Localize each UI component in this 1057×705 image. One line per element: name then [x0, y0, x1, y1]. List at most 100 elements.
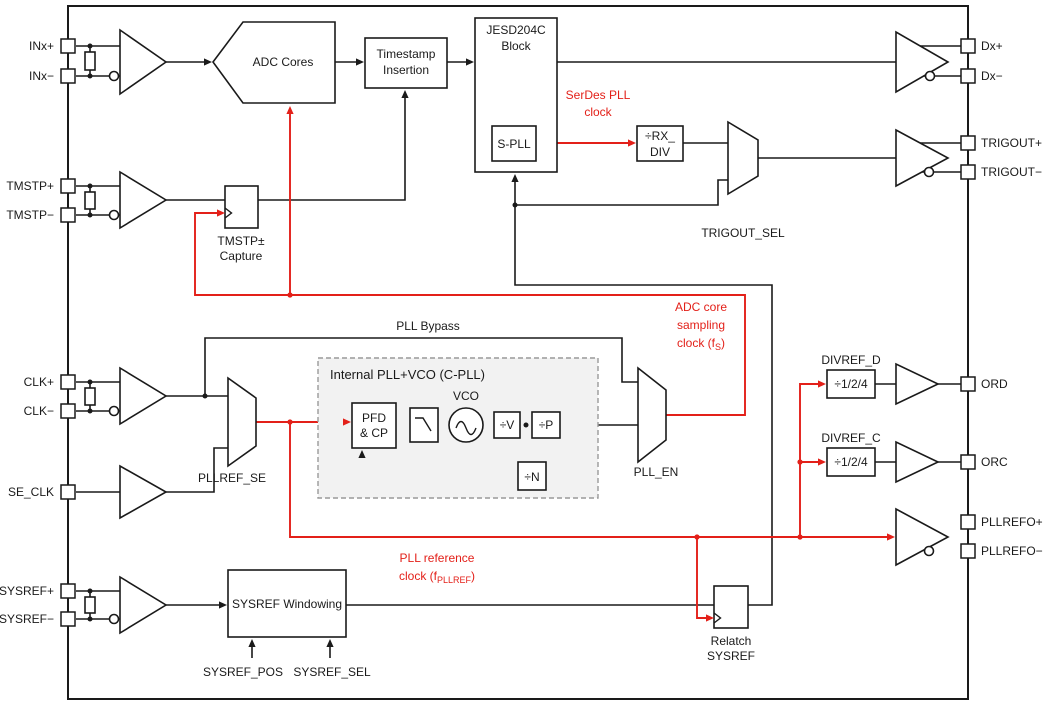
tmstp-invert-bubble: [108, 209, 120, 221]
pllrefo-invert-bubble: [923, 545, 935, 557]
pin-trigout-plus-label: TRIGOUT+: [981, 136, 1042, 150]
cpll-block: Internal PLL+VCO (C-PLL) PFD & CP VCO ÷V…: [317, 357, 599, 499]
pin-sysref-plus-label: SYSREF+: [0, 584, 54, 598]
resistor-tmstp: [84, 191, 96, 210]
pin-pllrefo-minus-label: PLLREFO−: [981, 544, 1043, 558]
blocks: ADC Cores Timestamp Insertion JESD204C B…: [198, 17, 881, 679]
wire-se-clk: [76, 447, 228, 493]
timestamp-insertion-block: Timestamp Insertion: [364, 37, 448, 89]
wire-sysref-controls: [251, 647, 331, 658]
pll-en-mux: PLL_EN: [634, 366, 679, 479]
relatch-clock-glyph: [713, 612, 722, 624]
pin-dx-minus-label: Dx−: [981, 69, 1003, 83]
termination-resistors: [84, 51, 96, 614]
arrow-into-relatch-clock: [706, 614, 714, 622]
sysref-windowing-block: SYSREF Windowing SYSREF_POS SYSREF_SEL: [203, 569, 371, 679]
div-p-label: ÷P: [539, 418, 554, 432]
pin-orc: ORC: [960, 454, 1008, 470]
wire-tmstp-signal: [76, 185, 225, 216]
divref-d-ratio: ÷1/2/4: [834, 377, 868, 391]
pin-sysref-minus-label: SYSREF−: [0, 612, 54, 626]
vco-label: VCO: [453, 389, 479, 403]
tmstp-buffer: [119, 170, 168, 230]
pfd-cp-label-1: PFD: [362, 411, 386, 425]
pins-right: Dx+ Dx− TRIGOUT+ TRIGOUT− ORD ORC PLLREF…: [960, 38, 1043, 559]
div-p-shape: [531, 411, 561, 439]
div-n-shape: [517, 461, 547, 491]
pll-en-label: PLL_EN: [634, 465, 679, 479]
timestamp-insertion-label-2: Insertion: [383, 63, 429, 77]
pin-inx-minus: INx−: [29, 68, 76, 84]
arrow-into-divref-c: [818, 458, 826, 466]
arrow-capture-to-timestamp: [401, 90, 409, 98]
arrow-sysref-sel: [326, 639, 334, 647]
adc-sampling-clock-label-2: sampling: [677, 318, 725, 332]
divref-d-block: DIVREF_D ÷1/2/4: [821, 353, 881, 399]
trigout-invert-bubble: [923, 166, 935, 178]
pllref-se-shape: [227, 376, 257, 468]
spll-shape: [491, 125, 537, 162]
wire-capture-to-timestamp: [258, 98, 406, 201]
pin-orc-label: ORC: [981, 455, 1008, 469]
inx-buffer: [119, 28, 168, 96]
divref-c-block: DIVREF_C ÷1/2/4: [821, 431, 881, 477]
serdes-clock-label-1: SerDes PLL: [566, 88, 631, 102]
relatch-label-1: Relatch: [711, 634, 752, 648]
lowpass-filter-icon: [415, 417, 432, 432]
serdes-clock-label-2: clock: [584, 105, 612, 119]
pin-tmstp-minus: TMSTP−: [6, 207, 76, 223]
relatch-label-2: SYSREF: [707, 649, 755, 663]
trigout-sel-label: TRIGOUT_SEL: [701, 226, 785, 240]
arrow-fs-into-adc: [286, 106, 294, 114]
wires-red: [194, 114, 887, 619]
tmstp-capture-label-2: Capture: [220, 249, 263, 263]
jesd204c-label-1: JESD204C: [486, 23, 546, 37]
pin-inx-minus-label: INx−: [29, 69, 54, 83]
arrow-into-pllrefo-driver: [887, 533, 895, 541]
div-n-label: ÷N: [524, 470, 539, 484]
rx-div-label-1: ÷RX_: [645, 129, 675, 143]
ord-driver: [895, 362, 940, 406]
divref-d-label: DIVREF_D: [821, 353, 881, 367]
arrow-into-capture-clock: [217, 209, 225, 217]
pll-ref-clock-label-2: clock (fPLLREF): [399, 569, 475, 585]
adc-cores-label: ADC Cores: [253, 55, 314, 69]
sysref-sel-label: SYSREF_SEL: [293, 665, 371, 679]
pin-dx-plus-label: Dx+: [981, 39, 1003, 53]
pllref-se-mux: PLLREF_SE: [198, 376, 266, 485]
relatch-sysref-block: Relatch SYSREF: [707, 585, 755, 663]
device-outline: [67, 5, 969, 700]
pin-dx-plus: Dx+: [960, 38, 1003, 54]
rx-div-block: ÷RX_ DIV: [636, 125, 684, 162]
wire-pll-reference-clock: [256, 383, 887, 619]
inx-invert-bubble: [108, 70, 120, 82]
wire-adc-sampling-clock: [194, 114, 746, 416]
pin-inx-plus-label: INx+: [29, 39, 54, 53]
loop-filter-shape: [409, 407, 439, 443]
sysref-buffer: [119, 575, 168, 635]
arrowheads: [204, 58, 895, 647]
arrow-ref-into-pfd: [343, 418, 351, 426]
resistor-inx: [84, 51, 96, 71]
divref-c-shape: [826, 447, 876, 477]
dx-driver: [895, 30, 950, 94]
relatch-sysref-shape: [713, 585, 749, 629]
pin-ord-label: ORD: [981, 377, 1008, 391]
pin-ord: ORD: [960, 376, 1008, 392]
pin-pllrefo-plus-label: PLLREFO+: [981, 515, 1043, 529]
clk-invert-bubble: [108, 405, 120, 417]
adc-cores-block: ADC Cores: [212, 21, 336, 104]
pll-bypass-label: PLL Bypass: [396, 319, 460, 333]
arrow-into-divref-d: [818, 380, 826, 388]
pin-trigout-minus-label: TRIGOUT−: [981, 165, 1042, 179]
pin-tmstp-plus: TMSTP+: [6, 178, 76, 194]
wire-clk-signal: [76, 381, 228, 412]
timestamp-insertion-shape: [364, 37, 448, 89]
sysref-windowing-shape: [227, 569, 347, 638]
vco-shape: [448, 407, 484, 443]
pin-clk-minus-label: CLK−: [24, 404, 54, 418]
trigout-sel-shape: [727, 120, 759, 196]
pin-clk-plus-label: CLK+: [24, 375, 54, 389]
